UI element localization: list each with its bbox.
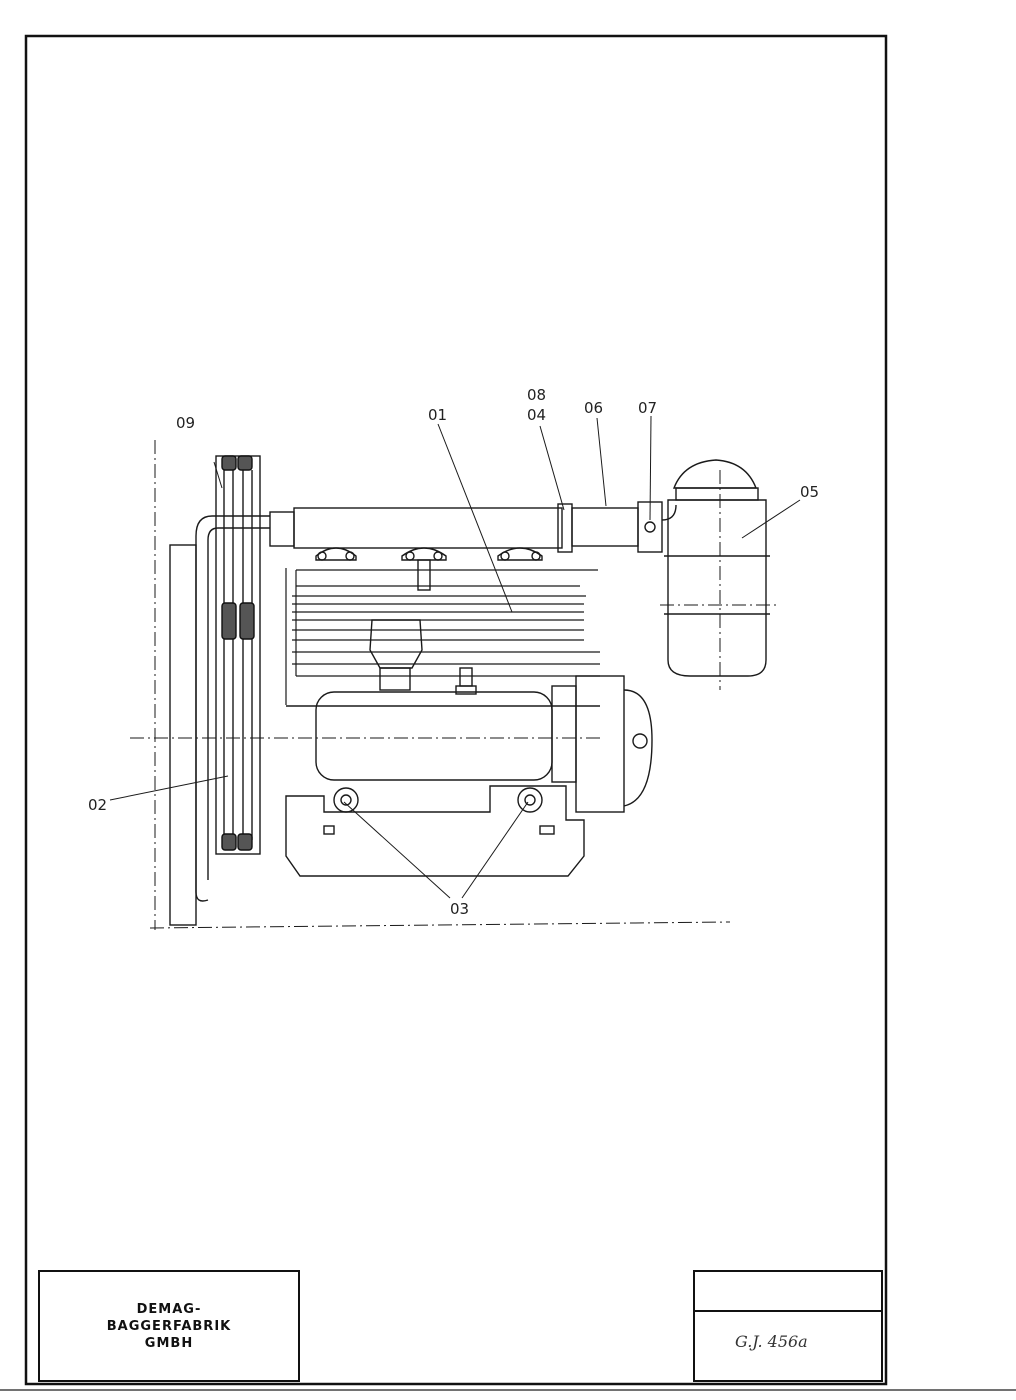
flywheel-outline xyxy=(169,544,197,926)
company-title-block: DEMAG- BAGGERFABRIK GMBH xyxy=(38,1270,300,1382)
company-name-line-1: DEMAG- xyxy=(136,1301,202,1317)
mounting-bolt-right xyxy=(517,787,543,813)
callout-03: 03 xyxy=(450,900,469,918)
mounting-bolt-left xyxy=(333,787,359,813)
manifold-pipe xyxy=(293,507,563,549)
air-filter xyxy=(664,459,770,677)
pulley-rim xyxy=(215,455,261,855)
drawing-number: G.J. 456a xyxy=(735,1332,808,1351)
callout-09: 09 xyxy=(176,414,195,432)
drawing-number-block: G.J. 456a xyxy=(693,1270,883,1382)
base-plate xyxy=(285,785,585,877)
callout-08: 08 xyxy=(527,386,546,404)
company-name-line-3: GMBH xyxy=(144,1335,194,1351)
crankcase xyxy=(315,691,553,781)
drawing-frame xyxy=(24,34,888,1386)
callout-06: 06 xyxy=(584,399,603,417)
leader-lines xyxy=(109,415,801,899)
cylinder-fins xyxy=(285,568,600,705)
callout-02: 02 xyxy=(88,796,107,814)
company-name-line-2: BAGGERFABRIK xyxy=(106,1318,232,1334)
callout-01: 01 xyxy=(428,406,447,424)
callout-05: 05 xyxy=(800,483,819,501)
callout-04: 04 xyxy=(527,406,546,424)
drawing-number-header-cell xyxy=(695,1272,881,1312)
callout-07: 07 xyxy=(638,399,657,417)
compressor-drawing xyxy=(109,415,801,930)
